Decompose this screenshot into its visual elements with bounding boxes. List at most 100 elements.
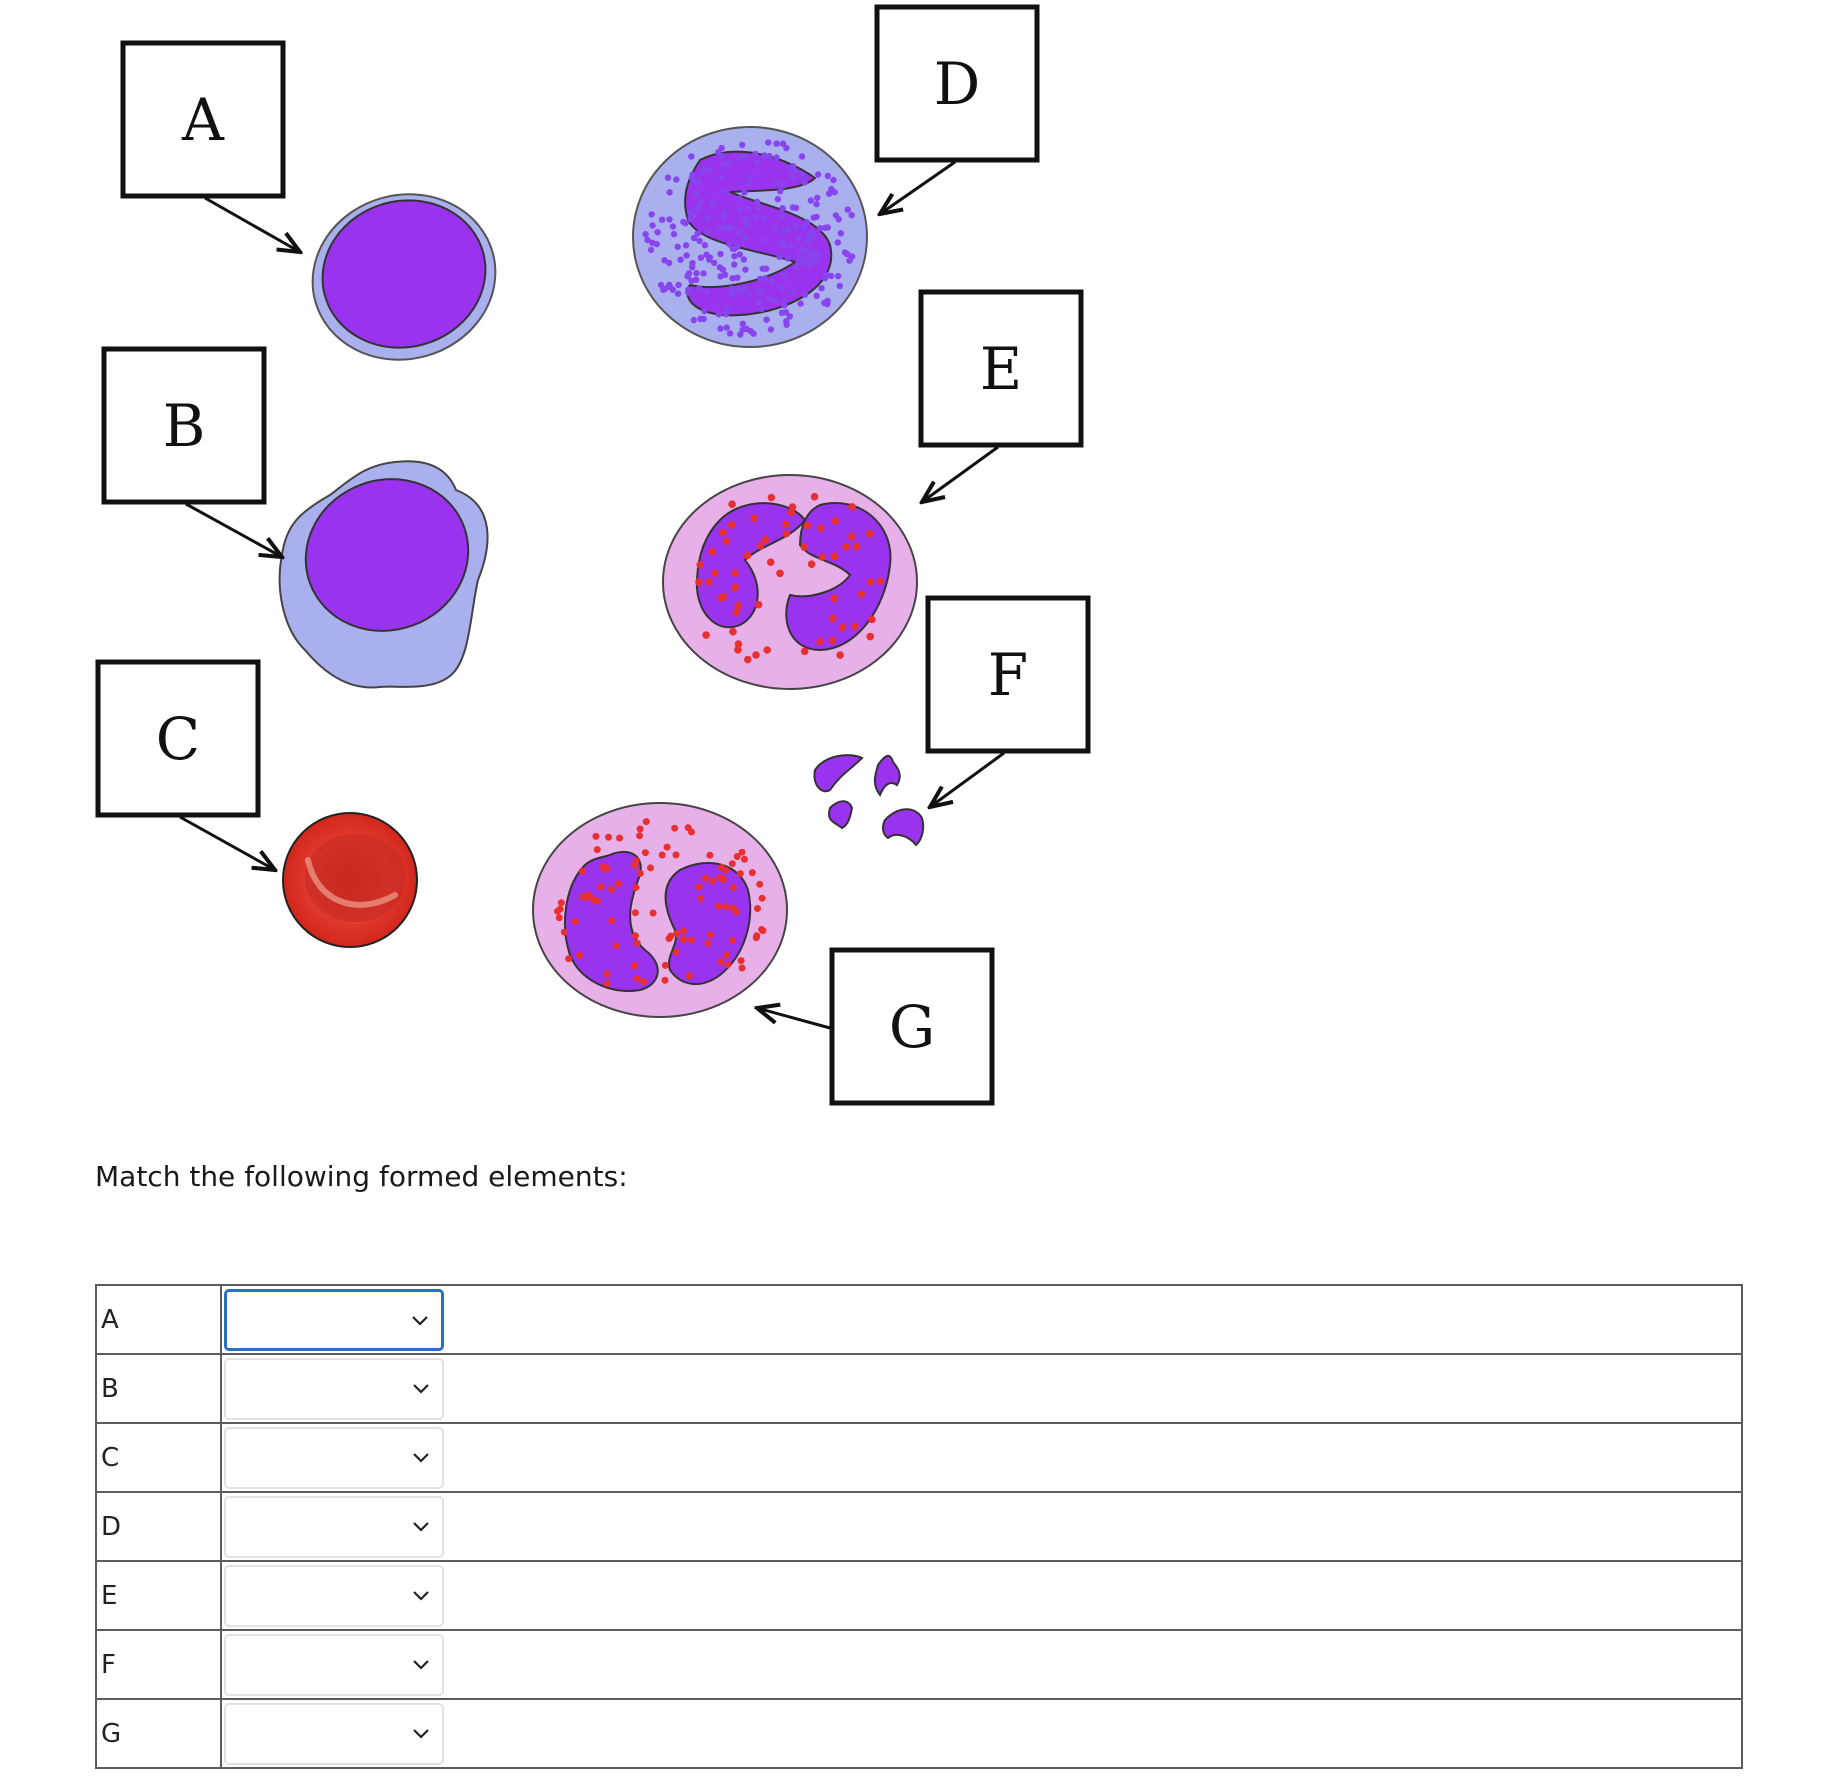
granule (741, 855, 748, 863)
granule (851, 622, 859, 631)
granule (800, 543, 809, 551)
granule (744, 655, 752, 664)
granule (739, 326, 746, 333)
granule (671, 824, 679, 832)
granule (834, 239, 841, 246)
granule (721, 271, 729, 278)
granule (711, 259, 718, 267)
answer-select[interactable] (224, 1288, 444, 1351)
granule (711, 569, 719, 577)
granule (742, 266, 749, 273)
granule (708, 877, 716, 885)
granule (683, 252, 690, 259)
granule (737, 331, 744, 338)
granule (734, 601, 743, 610)
granule (728, 285, 735, 292)
granule (695, 578, 703, 586)
granule (848, 503, 856, 511)
granule (743, 221, 750, 228)
granule (745, 204, 752, 211)
select-cell (220, 1629, 1743, 1700)
answer-select[interactable] (224, 1357, 444, 1420)
granule (778, 284, 785, 291)
granule (742, 216, 750, 223)
answer-select[interactable] (224, 1564, 444, 1627)
granule (798, 253, 805, 261)
granule (814, 194, 821, 201)
granule (792, 263, 799, 271)
answer-select[interactable] (224, 1633, 444, 1696)
granule (593, 846, 601, 854)
granule (592, 832, 600, 840)
granule (729, 904, 737, 912)
arrow-e (922, 445, 999, 502)
granule (876, 577, 884, 585)
granule (794, 235, 802, 243)
granule (774, 195, 782, 203)
granule (776, 569, 784, 578)
granule (729, 291, 736, 299)
granule (836, 651, 844, 659)
granule (679, 936, 687, 943)
granule (695, 178, 703, 185)
granule (781, 271, 789, 278)
granule (704, 228, 711, 236)
granule (848, 532, 856, 541)
granule (660, 286, 667, 293)
granule (736, 251, 743, 258)
granule (727, 521, 736, 529)
row-label: F (95, 1629, 222, 1700)
granule (734, 640, 743, 648)
granule (822, 224, 829, 231)
answer-select[interactable] (224, 1426, 444, 1489)
granule (673, 176, 680, 183)
answer-select[interactable] (224, 1495, 444, 1558)
granule (824, 172, 831, 180)
granule (758, 894, 766, 902)
granule (715, 225, 723, 232)
granule (649, 909, 657, 917)
granule (701, 874, 709, 882)
row-label: A (95, 1284, 222, 1355)
granule (836, 282, 843, 290)
granule (726, 241, 733, 248)
granule (728, 860, 736, 868)
answer-select[interactable] (224, 1702, 444, 1765)
svg-text:D: D (934, 50, 981, 118)
granule (752, 651, 760, 659)
granule (641, 849, 649, 857)
granule (706, 167, 713, 175)
granule (696, 237, 703, 245)
select-cell (220, 1698, 1743, 1769)
granule (709, 199, 716, 206)
granule (773, 140, 780, 147)
granule (738, 964, 746, 972)
granule (801, 179, 808, 186)
granule (778, 239, 785, 247)
row-label: E (95, 1560, 222, 1631)
granule (761, 536, 770, 544)
arrow-c (179, 815, 275, 870)
granule (830, 594, 838, 603)
granule (808, 228, 815, 235)
formed-elements-diagram: A B C D E F G (95, 4, 1091, 1106)
granule (735, 229, 743, 236)
granule (661, 961, 669, 969)
granule (771, 224, 779, 232)
svg-text:E: E (980, 335, 1022, 403)
granule (669, 286, 676, 293)
granule (690, 234, 698, 242)
granule (838, 623, 847, 632)
granule (701, 242, 709, 249)
granule (633, 939, 641, 947)
granule (636, 832, 643, 840)
granule (700, 270, 707, 277)
granule (817, 524, 825, 532)
granule (816, 637, 824, 646)
granule (718, 864, 726, 872)
granule (731, 261, 738, 268)
granule (725, 159, 733, 166)
question-prompt: Match the following formed elements: (95, 1160, 628, 1193)
granule (752, 150, 759, 158)
granule (661, 976, 669, 984)
